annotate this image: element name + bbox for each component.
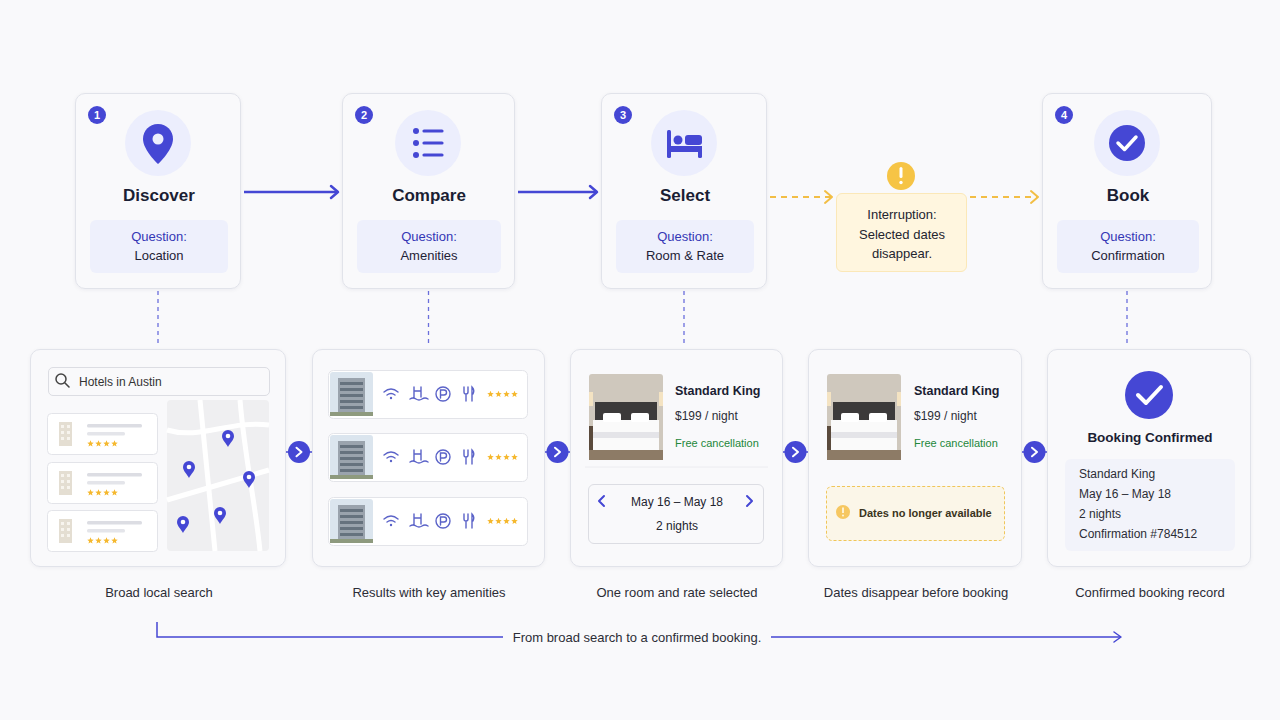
- cancellation-note: Free cancellation: [914, 436, 998, 450]
- panel-caption: Broad local search: [105, 585, 213, 601]
- dashed-link: [684, 291, 685, 347]
- warning-text: Dates no longer available: [859, 506, 992, 520]
- interruption-text: Interruption:: [867, 205, 936, 224]
- chevron-badge: [785, 441, 807, 463]
- flow-arrow: [244, 186, 338, 198]
- stage-card: Compare 2Question: Amenities: [342, 93, 515, 289]
- arrow-head: [555, 448, 560, 457]
- stage-card: Book 4Question: Confirmation: [1042, 93, 1212, 289]
- arrow-head: [1031, 191, 1038, 203]
- question-label: Question:: [401, 229, 457, 245]
- question-box: Question: Location: [90, 220, 228, 273]
- arrow-head: [1032, 448, 1037, 457]
- date-text: May 16 – May 18: [631, 495, 723, 510]
- connector-line: [1126, 291, 1127, 347]
- question-box: Question: Amenities: [357, 220, 501, 273]
- connector-line: [683, 291, 684, 347]
- screen-panel: Results with key amenities: [312, 349, 545, 567]
- connector-line: [157, 291, 158, 347]
- connector-line: [244, 191, 338, 194]
- record-line: Confirmation #784512: [1079, 527, 1197, 542]
- dashed-link: [158, 291, 159, 347]
- dashed-link: [1127, 291, 1128, 347]
- step-number: 4: [1061, 106, 1067, 124]
- question-value: Location: [134, 248, 183, 264]
- chevron-connector: [1022, 441, 1047, 463]
- room-price: $199 / night: [675, 409, 738, 424]
- arrow-head: [793, 448, 798, 457]
- chevron-connector: [286, 441, 312, 463]
- date-text: 2 nights: [656, 519, 698, 534]
- chevron-connector: [783, 441, 808, 463]
- screen-panel: Standard King $199 / nightFree cancellati…: [808, 349, 1022, 567]
- question-label: Question:: [1100, 229, 1156, 245]
- step-number: 2: [361, 106, 367, 124]
- question-label: Question:: [657, 229, 713, 245]
- diagram-caption: From broad search to a confirmed booking…: [503, 630, 772, 645]
- question-box: Question: Confirmation: [1057, 220, 1199, 273]
- step-badge: 1: [88, 106, 106, 124]
- cancellation-note: Free cancellation: [675, 436, 759, 450]
- connector-line: [428, 291, 429, 347]
- stage-title: Compare: [392, 186, 466, 206]
- caption-row: From broad search to a confirmed booking…: [0, 628, 1274, 647]
- screen-panel: Broad local searchHotels in Austin: [30, 349, 286, 567]
- stage-title: Discover: [123, 186, 195, 206]
- panel-caption: One room and rate selected: [596, 585, 757, 601]
- confirmation-heading: Booking Confirmed: [1087, 429, 1212, 446]
- step-badge: 2: [355, 106, 373, 124]
- step-badge: 3: [614, 106, 632, 124]
- question-label: Question:: [131, 229, 187, 245]
- step-badge: 4: [1055, 106, 1073, 124]
- stage-card: Discover 1Question: Location: [75, 93, 241, 289]
- chevron-connector: [545, 441, 570, 463]
- panel-caption: Dates disappear before booking: [824, 585, 1008, 601]
- flow-arrow: [518, 186, 597, 198]
- question-box: Question: Room & Rate: [616, 220, 754, 273]
- chevron-badge: [1024, 441, 1046, 463]
- search-text: Hotels in Austin: [79, 375, 162, 389]
- connector-line: [518, 191, 597, 194]
- question-value: Confirmation: [1091, 248, 1165, 264]
- chevron-badge: [288, 441, 310, 463]
- record-line: May 16 – May 18: [1079, 487, 1171, 502]
- dashed-link: [428, 291, 429, 347]
- step-number: 3: [620, 106, 626, 124]
- connector-line: [770, 196, 832, 198]
- booking-record: Standard KingMay 16 – May 18 2 nightsConf…: [1065, 459, 1235, 551]
- question-value: Room & Rate: [646, 248, 724, 264]
- room-name: Standard King: [675, 383, 760, 399]
- connector-line: [970, 196, 1038, 198]
- dashed-flow-arrow: [970, 191, 1038, 203]
- interruption-text: Selected dates disappear.: [846, 225, 958, 263]
- record-line: 2 nights: [1079, 507, 1121, 522]
- screen-panel: Booking ConfirmedConfirmed booking recor…: [1047, 349, 1251, 567]
- stage-title: Select: [660, 186, 710, 206]
- record-line: Standard King: [1079, 467, 1155, 482]
- arrow-head: [590, 186, 597, 198]
- search-field: Hotels in Austin: [48, 367, 270, 396]
- chevron-badge: [547, 441, 569, 463]
- panel-caption: Confirmed booking record: [1075, 585, 1225, 601]
- date-picker: May 16 – May 18 2 nights: [588, 484, 764, 544]
- dashed-flow-arrow: [770, 191, 832, 203]
- interruption-box: Interruption:Selected dates disappear.: [836, 193, 967, 272]
- question-value: Amenities: [400, 248, 457, 264]
- stage-card: Select 3Question: Room & Rate: [601, 93, 767, 289]
- panel-caption: Results with key amenities: [352, 585, 505, 601]
- warning-box: Dates no longer available: [826, 486, 1005, 541]
- stage-title: Book: [1107, 186, 1150, 206]
- screen-panel: Standard King $199 / nightFree cancellati…: [570, 349, 783, 567]
- arrow-head: [331, 186, 338, 198]
- room-name: Standard King: [914, 383, 999, 399]
- arrow-head: [297, 448, 302, 457]
- room-price: $199 / night: [914, 409, 977, 424]
- step-number: 1: [94, 106, 100, 124]
- arrow-head: [825, 191, 832, 203]
